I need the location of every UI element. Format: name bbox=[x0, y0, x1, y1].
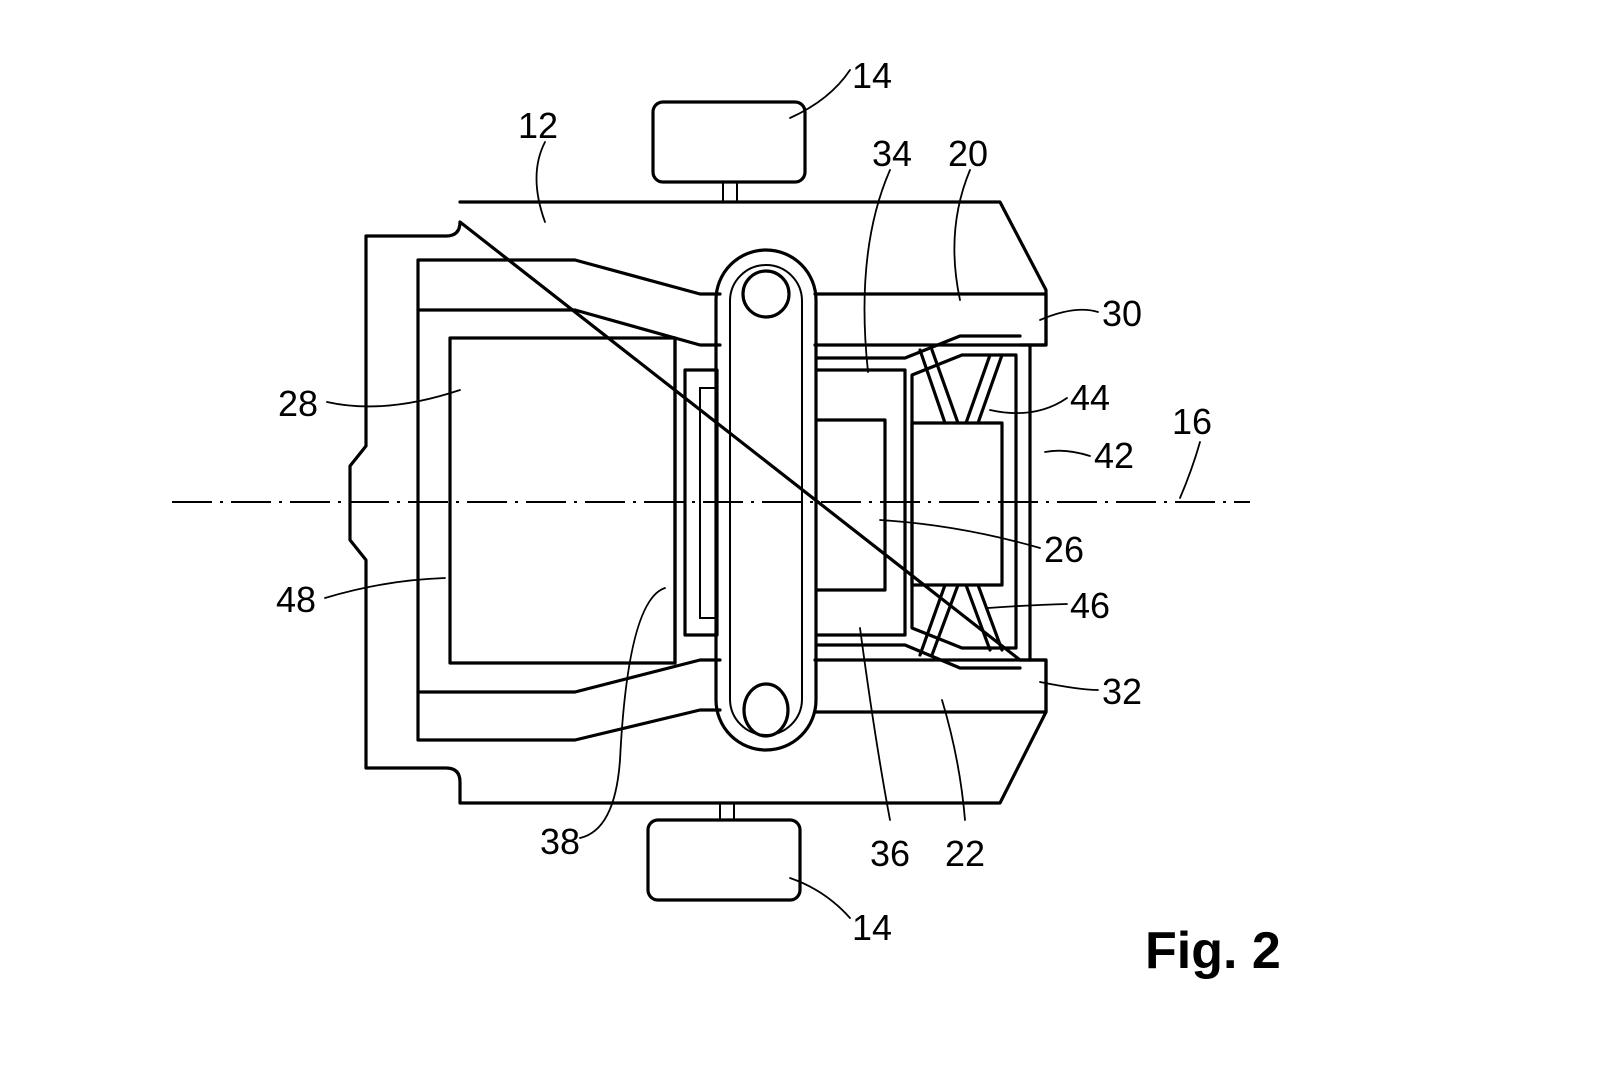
pad-holder-22 bbox=[813, 658, 1048, 714]
label-34: 34 bbox=[872, 133, 912, 174]
bracket-34-upper bbox=[814, 334, 1022, 360]
leader-34 bbox=[863, 169, 891, 373]
frame-lower-channel bbox=[416, 658, 722, 694]
leader-46 bbox=[987, 603, 1068, 609]
label-30: 30 bbox=[1102, 293, 1142, 334]
label-48: 48 bbox=[276, 579, 316, 620]
spring-44 bbox=[918, 348, 1004, 425]
leader-14-top bbox=[789, 69, 851, 119]
label-46: 46 bbox=[1070, 585, 1110, 626]
label-38: 38 bbox=[540, 821, 580, 862]
upper-pin bbox=[741, 269, 791, 319]
frame-upper-channel bbox=[416, 308, 722, 347]
leader-28 bbox=[326, 389, 461, 408]
label-42: 42 bbox=[1094, 435, 1134, 476]
brake-pad-14-bottom bbox=[646, 818, 802, 902]
label-20: 20 bbox=[948, 133, 988, 174]
leader-42 bbox=[1044, 449, 1091, 457]
spring-46 bbox=[918, 583, 1004, 657]
brake-pad-14-top bbox=[651, 100, 807, 184]
leader-14-bottom bbox=[789, 877, 851, 919]
leader-26 bbox=[879, 519, 1041, 549]
spring-body bbox=[910, 421, 1004, 587]
pad-holder-20 bbox=[813, 292, 1048, 347]
label-26: 26 bbox=[1044, 529, 1084, 570]
leader-36 bbox=[859, 627, 891, 821]
connecting-link bbox=[714, 248, 818, 752]
leader-30 bbox=[1039, 308, 1099, 321]
pad-stem-top bbox=[722, 181, 738, 203]
cage-42 bbox=[910, 353, 1018, 650]
label-14-top: 14 bbox=[852, 55, 892, 96]
label-44: 44 bbox=[1070, 377, 1110, 418]
lower-pin bbox=[742, 682, 790, 738]
piston-28 bbox=[448, 336, 677, 665]
leader-44 bbox=[989, 397, 1068, 415]
leader-22 bbox=[941, 699, 966, 821]
leader-12 bbox=[535, 141, 546, 223]
label-12: 12 bbox=[518, 105, 558, 146]
leader-48 bbox=[324, 577, 446, 599]
leader-38 bbox=[579, 587, 666, 839]
label-28: 28 bbox=[278, 383, 318, 424]
label-32: 32 bbox=[1102, 671, 1142, 712]
leader-16 bbox=[1179, 441, 1201, 499]
label-22: 22 bbox=[945, 833, 985, 874]
leader-20 bbox=[953, 169, 971, 301]
label-14-bottom: 14 bbox=[852, 907, 892, 948]
connecting-link-inner bbox=[729, 264, 803, 736]
leader-32 bbox=[1039, 681, 1099, 691]
label-36: 36 bbox=[870, 833, 910, 874]
plunger-26 bbox=[814, 418, 887, 592]
pad-stem-bottom bbox=[719, 802, 735, 821]
label-16: 16 bbox=[1172, 401, 1212, 442]
figure-caption: Fig. 2 bbox=[1145, 922, 1281, 980]
